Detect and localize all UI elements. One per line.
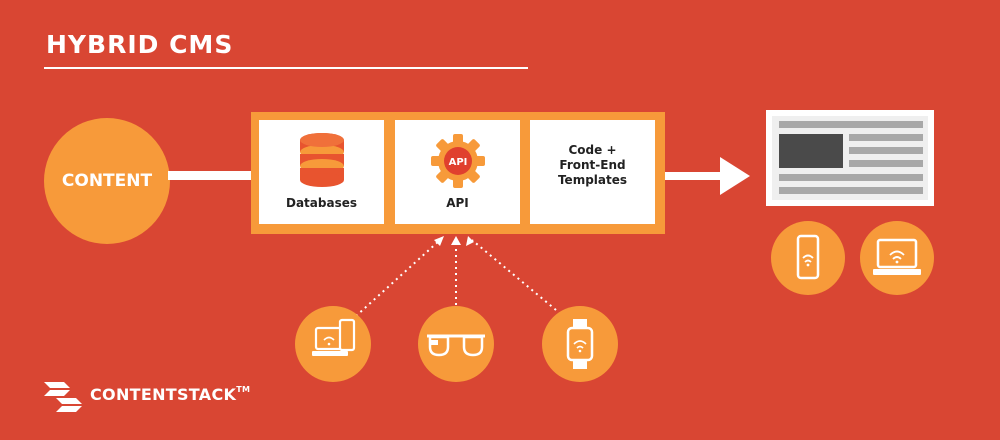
templates-label-line-1: Code + xyxy=(568,142,617,157)
smart-glasses-device xyxy=(418,306,494,382)
smartphone-icon xyxy=(796,234,820,280)
smartwatch-icon xyxy=(566,319,594,369)
smartwatch-device xyxy=(542,306,618,382)
api-box: API API xyxy=(395,120,520,224)
api-badge-label: API xyxy=(448,157,467,168)
cms-panel: Databases API API xyxy=(251,112,665,234)
laptop-device xyxy=(860,221,934,295)
title-underline xyxy=(44,67,528,69)
logo-name: CONTENTSTACK xyxy=(90,385,237,404)
logo-tm: TM xyxy=(236,385,251,394)
content-node: CONTENT xyxy=(44,118,170,244)
dotted-arrowheads xyxy=(434,236,474,246)
contentstack-logo: CONTENTSTACKTM xyxy=(90,385,250,404)
page-title: HYBRID CMS xyxy=(46,30,234,59)
databases-label: Databases xyxy=(285,196,357,210)
laptop-phone-icon xyxy=(312,318,356,356)
database-icon xyxy=(299,133,344,187)
laptop-phone-device xyxy=(295,306,371,382)
content-label: CONTENT xyxy=(61,171,153,191)
dotted-arrows xyxy=(355,239,557,317)
gear-api-icon: API xyxy=(430,134,485,188)
templates-label-line-3: Templates xyxy=(557,172,628,187)
laptop-icon xyxy=(873,238,921,275)
content-connector xyxy=(168,171,252,180)
smartphone-device xyxy=(771,221,845,295)
smart-glasses-icon xyxy=(427,334,485,357)
browser-page-icon xyxy=(766,110,934,206)
templates-label-line-2: Front-End xyxy=(559,157,626,172)
databases-box: Databases xyxy=(259,120,384,224)
contentstack-logo-icon xyxy=(44,382,82,412)
output-arrow xyxy=(665,157,750,195)
api-label: API xyxy=(446,196,469,210)
